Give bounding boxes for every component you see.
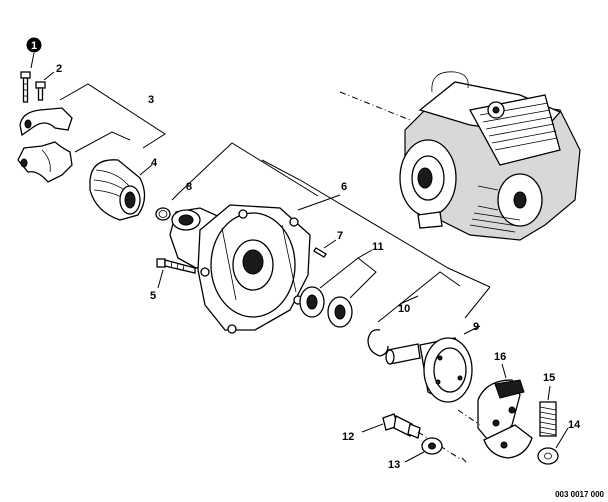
callout-2: 2 — [56, 63, 62, 75]
callout-labels: 2 3 4 5 6 7 8 9 10 11 12 13 14 15 16 — [56, 63, 581, 471]
callout-9: 9 — [473, 321, 479, 333]
clutch-drum-part-9 — [385, 286, 491, 403]
o-ring-part-8 — [155, 142, 319, 221]
callout-5: 5 — [150, 290, 156, 302]
callout-6: 6 — [341, 181, 347, 193]
callout-4: 4 — [151, 157, 158, 169]
callout-11: 11 — [372, 241, 384, 253]
snap-ring-part-10 — [261, 159, 491, 357]
bolt-part-5 — [156, 258, 196, 289]
clutch-housing-part-6 — [169, 194, 341, 334]
spring-part-15 — [539, 385, 557, 437]
callout-7: 7 — [337, 230, 343, 242]
callout-10: 10 — [398, 303, 410, 315]
washer-part-14 — [537, 427, 569, 465]
callout-3: 3 — [148, 94, 154, 106]
callout-15: 15 — [543, 372, 555, 384]
bolts-part-2 — [20, 71, 55, 103]
clutch-shoes-part-16 — [477, 363, 533, 459]
washer-part-13 — [404, 437, 443, 463]
note-marker-label: 1 — [31, 40, 37, 52]
callout-8: 8 — [186, 181, 192, 193]
note-marker: 1 — [26, 37, 42, 69]
clamp-part-3 — [17, 83, 166, 183]
reference-code: 003 0017 000 — [555, 490, 604, 499]
callout-14: 14 — [568, 419, 581, 431]
shoulder-bolt-part-12 — [361, 413, 463, 461]
callout-13: 13 — [388, 459, 400, 471]
bearings-part-11 — [299, 249, 377, 328]
callout-12: 12 — [342, 431, 354, 443]
damper-part-4 — [89, 159, 153, 221]
callout-16: 16 — [494, 351, 506, 363]
engine-assembly — [339, 71, 581, 241]
pin-part-7 — [313, 239, 337, 258]
